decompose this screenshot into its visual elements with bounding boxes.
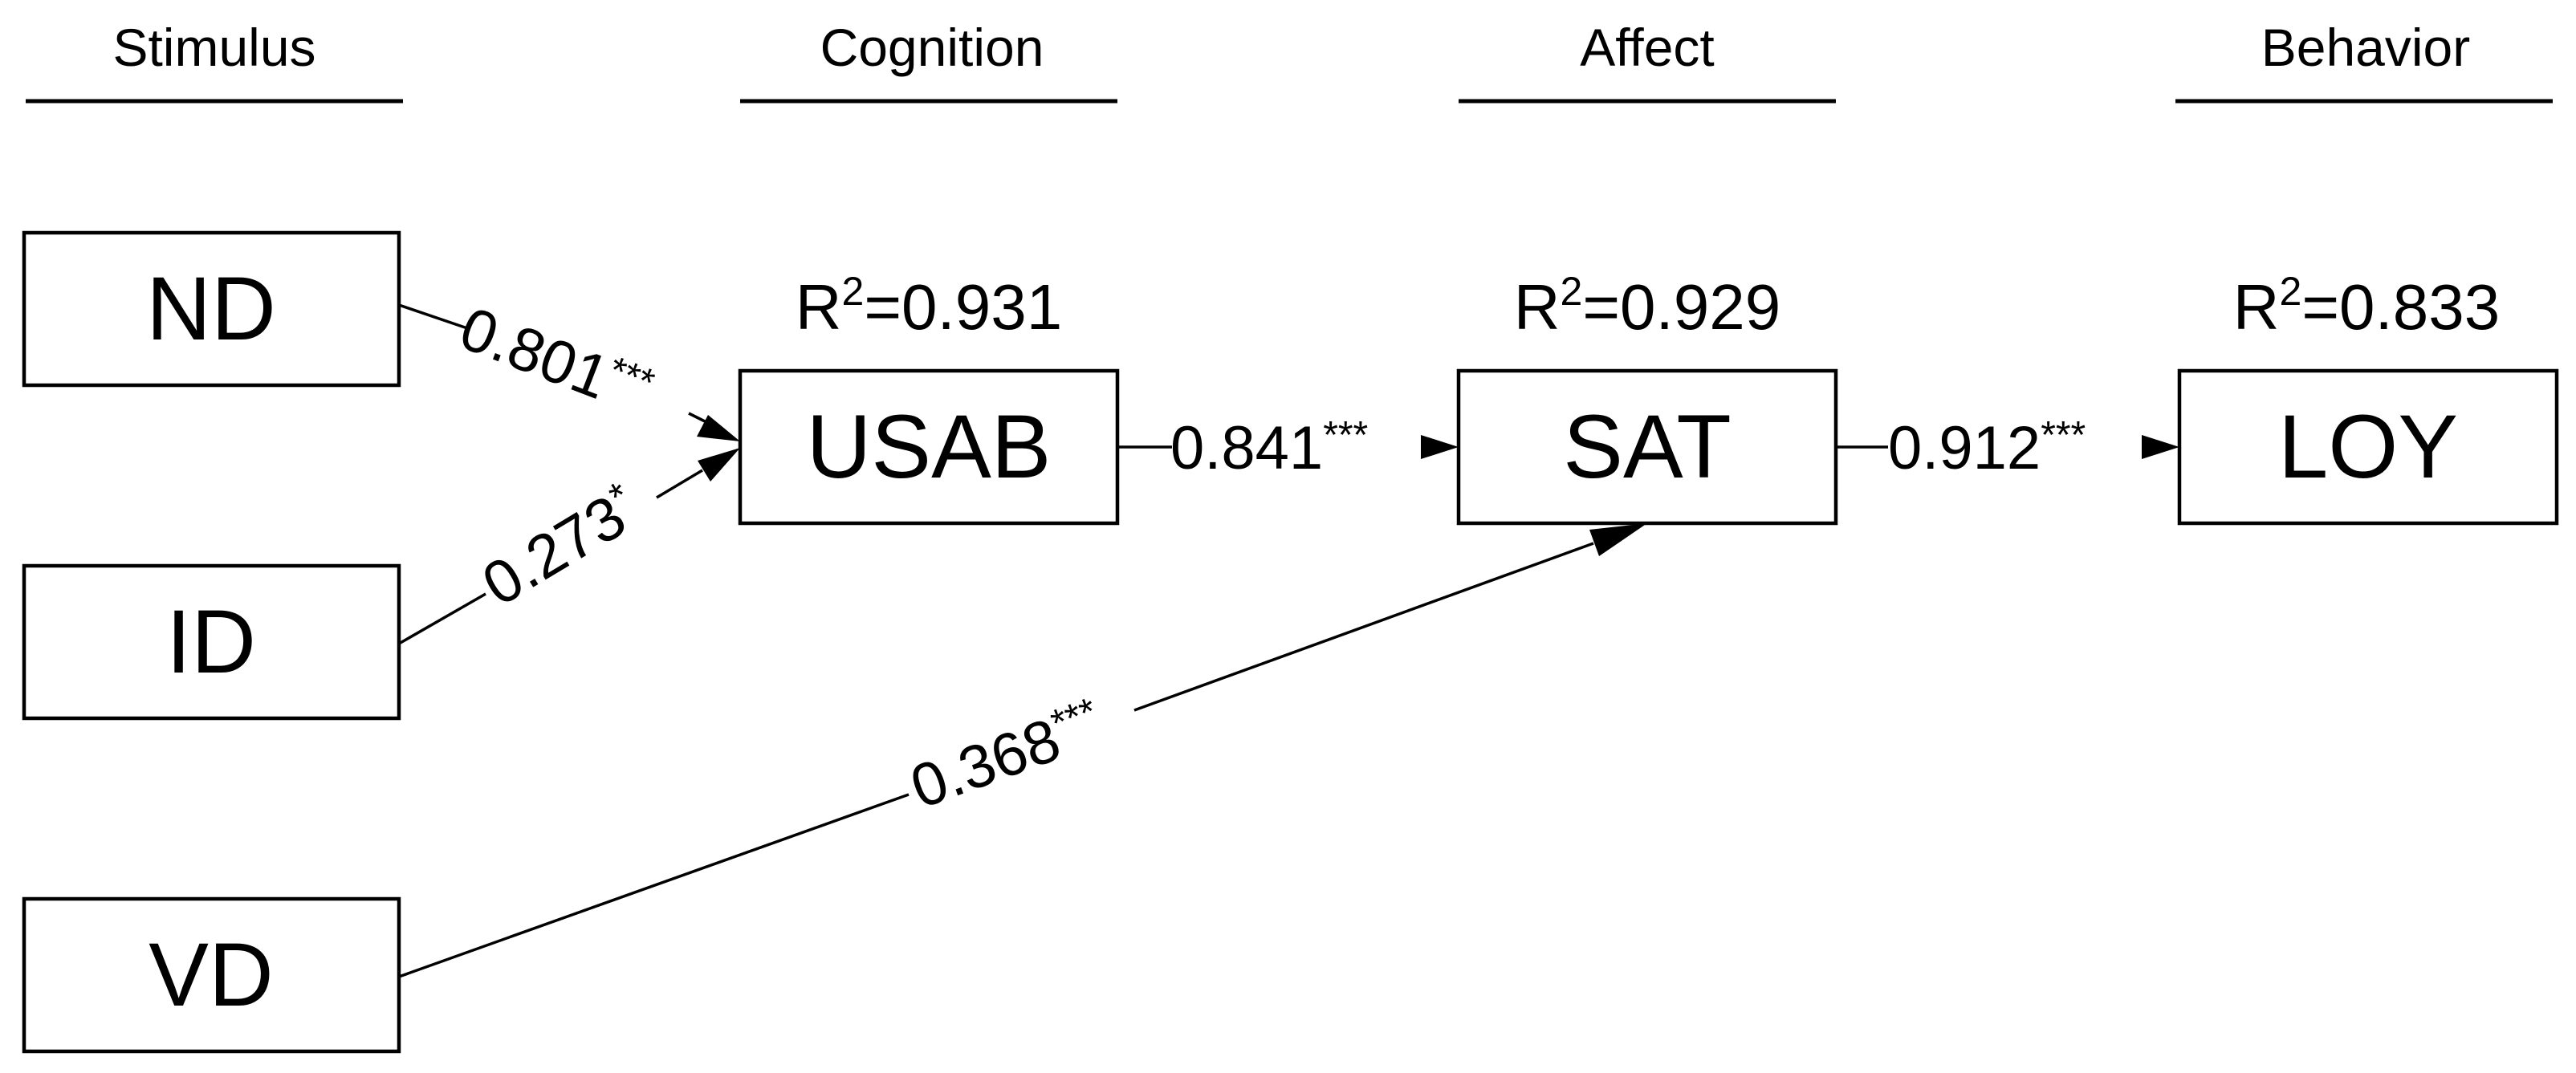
arrowhead	[2142, 435, 2179, 459]
node-sat: R2=0.929 SAT	[1456, 269, 1838, 526]
arrowhead	[698, 448, 740, 482]
r2-usab: R2=0.931	[796, 269, 1063, 343]
node-label-vd: VD	[149, 925, 274, 1025]
node-label-nd: ND	[146, 258, 276, 359]
path-coefficient-nd-usab: 0.801***	[451, 295, 660, 429]
node-label-loy: LOY	[2278, 396, 2458, 497]
edge-line	[398, 592, 486, 645]
arrowhead	[1421, 435, 1459, 459]
path-coefficient-usab-sat: 0.841***	[1170, 414, 1368, 482]
node-usab: R2=0.931 USAB	[738, 269, 1120, 526]
node-box	[22, 896, 401, 1054]
node-loy: R2=0.833 LOY	[2177, 269, 2559, 526]
node-nd: ND	[22, 230, 401, 388]
node-box	[738, 368, 1120, 526]
node-id: ID	[22, 563, 401, 721]
path-coefficient-sat-loy: 0.912***	[1888, 414, 2086, 482]
node-box	[22, 563, 401, 721]
path-id-usab: 0.273*	[398, 448, 740, 645]
stage-label-cognition: Cognition	[820, 18, 1044, 77]
stage-header-behavior: Behavior	[2175, 18, 2553, 104]
r2-loy: R2=0.833	[2233, 269, 2501, 343]
path-vd-sat: 0.368***	[398, 523, 1647, 978]
stage-header-stimulus: Stimulus	[26, 18, 403, 104]
edge-line	[1133, 542, 1594, 712]
node-box	[1456, 368, 1838, 526]
node-box	[22, 230, 401, 388]
edge-line	[398, 793, 910, 978]
path-coefficient-id-usab: 0.273*	[471, 474, 650, 619]
stage-label-affect: Affect	[1580, 18, 1715, 77]
path-usab-sat: 0.841***	[1117, 414, 1459, 482]
stage-header-cognition: Cognition	[740, 18, 1117, 104]
path-sat-loy: 0.912***	[1836, 414, 2179, 482]
arrowhead	[697, 415, 740, 441]
path-nd-usab: 0.801***	[398, 295, 740, 441]
stage-header-affect: Affect	[1459, 18, 1836, 104]
node-box	[2177, 368, 2559, 526]
edge-line	[398, 303, 470, 331]
r2-sat: R2=0.929	[1514, 269, 1781, 343]
arrowhead	[1589, 523, 1647, 556]
edge-line	[656, 469, 703, 499]
node-vd: VD	[22, 896, 401, 1054]
node-label-usab: USAB	[807, 396, 1052, 497]
stage-label-stimulus: Stimulus	[112, 18, 315, 77]
stage-label-behavior: Behavior	[2261, 18, 2471, 77]
path-coefficient-vd-sat: 0.368***	[902, 690, 1111, 822]
node-label-id: ID	[166, 591, 256, 692]
node-label-sat: SAT	[1563, 396, 1732, 497]
